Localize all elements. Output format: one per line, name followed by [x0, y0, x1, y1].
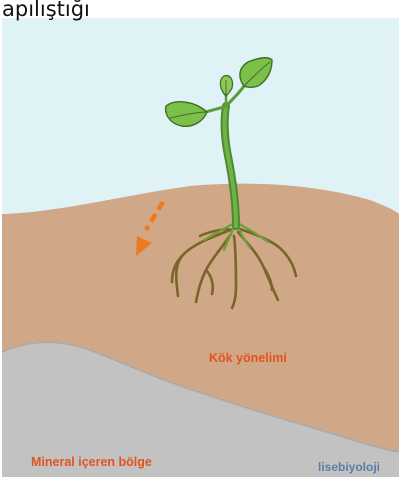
cropped-page-title: apılıştığı [2, 0, 399, 30]
mineral-zone-label: Mineral içeren bölge [31, 455, 152, 469]
root-orientation-label: Kök yönelimi [209, 351, 287, 365]
watermark: lisebiyoloji [318, 460, 380, 474]
